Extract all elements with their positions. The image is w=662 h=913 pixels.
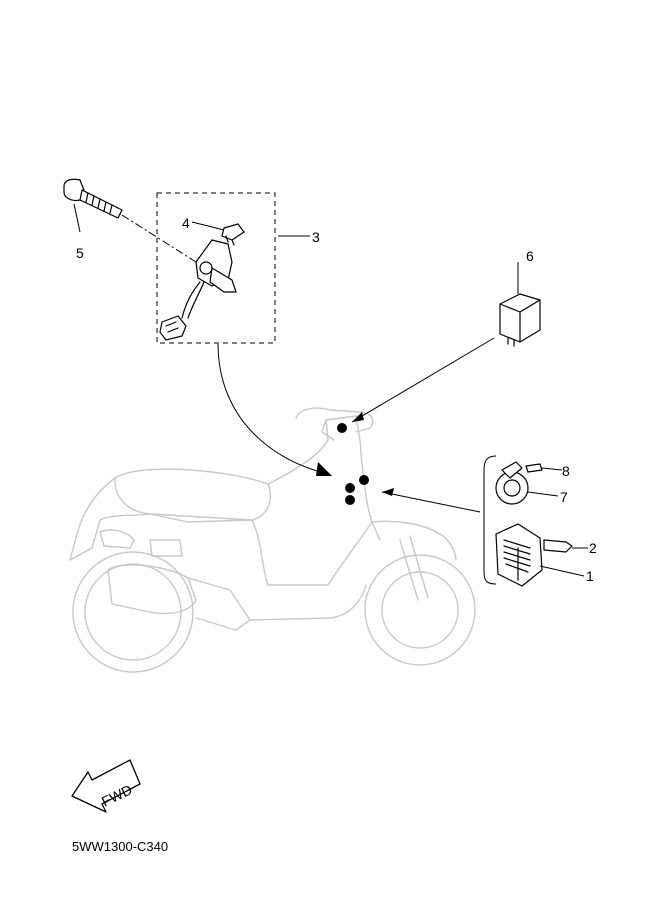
callout-1: 1: [586, 568, 594, 584]
rectifier-part: [495, 523, 573, 587]
callout-3: 3: [312, 229, 320, 245]
main-switch-part: [159, 223, 245, 341]
callout-8: 8: [562, 463, 570, 479]
callout-5: 5: [76, 245, 84, 261]
assembly-box: [156, 192, 276, 344]
callout-2: 2: [589, 540, 597, 556]
diagram-code: 5WW1300-C340: [72, 839, 168, 854]
scooter-outline: [69, 407, 476, 673]
horn-part: [495, 461, 543, 505]
callout-4: 4: [182, 215, 190, 231]
group-bracket: [483, 455, 497, 585]
forward-arrow-icon: FWD: [71, 759, 141, 813]
leader-lines: [73, 203, 588, 577]
callout-7: 7: [560, 489, 568, 505]
callout-6: 6: [526, 248, 534, 264]
mounting-points: [337, 423, 369, 505]
bolt-part: [63, 178, 197, 263]
relay-part: [351, 262, 541, 423]
